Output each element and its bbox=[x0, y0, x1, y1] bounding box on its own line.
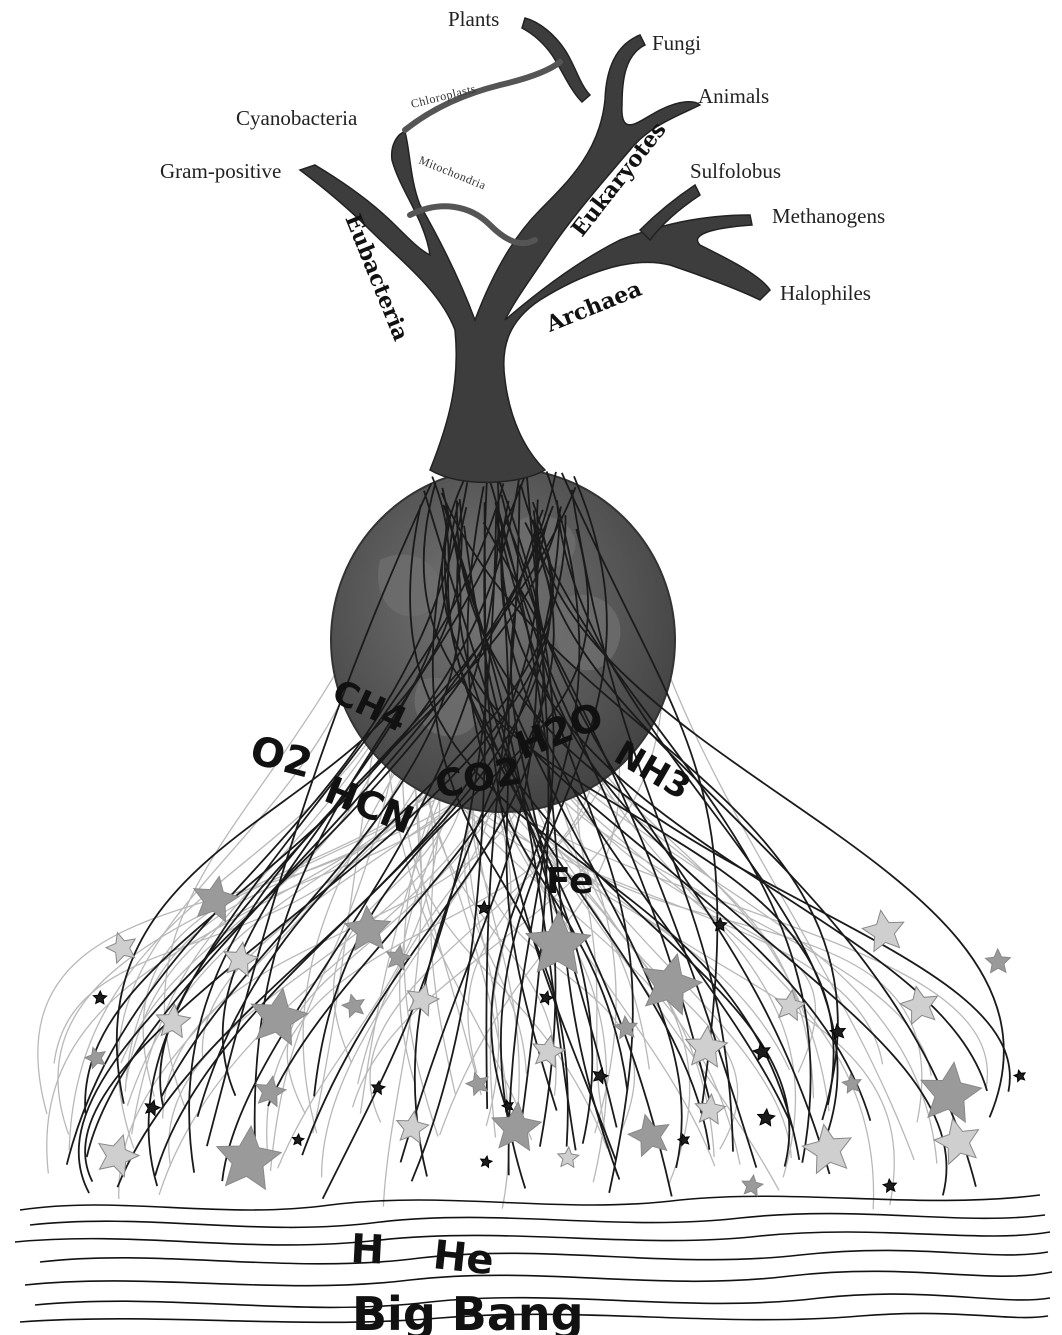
label-gram-positive: Gram-positive bbox=[160, 159, 281, 183]
star bbox=[986, 949, 1011, 973]
star bbox=[842, 1074, 861, 1093]
star bbox=[156, 1004, 190, 1037]
molecule-nh3: NH3 bbox=[608, 733, 698, 808]
star bbox=[883, 1179, 896, 1192]
molecule-o2: O2 bbox=[245, 727, 317, 787]
star bbox=[342, 994, 364, 1017]
star bbox=[99, 1135, 139, 1177]
star bbox=[372, 1081, 385, 1094]
star bbox=[293, 1134, 304, 1145]
molecule-fe: Fe bbox=[546, 861, 594, 902]
label-big-bang: Big Bang bbox=[352, 1287, 584, 1335]
star bbox=[106, 933, 135, 963]
label-animals: Animals bbox=[698, 84, 769, 108]
star bbox=[481, 1156, 492, 1167]
label-cyanobacteria: Cyanobacteria bbox=[236, 106, 358, 130]
star bbox=[758, 1109, 775, 1126]
star bbox=[934, 1119, 978, 1165]
element-he: He bbox=[431, 1232, 496, 1284]
dark-roots bbox=[67, 470, 1010, 1199]
star bbox=[251, 988, 307, 1044]
element-h: H bbox=[349, 1226, 385, 1274]
star bbox=[397, 1111, 429, 1143]
star bbox=[492, 1102, 541, 1150]
label-halophiles: Halophiles bbox=[780, 281, 871, 305]
star bbox=[93, 991, 106, 1004]
label-mitochondria: Mitochondria bbox=[417, 153, 489, 193]
star bbox=[1014, 1070, 1025, 1081]
star bbox=[628, 1115, 669, 1157]
star bbox=[466, 1073, 488, 1096]
star bbox=[217, 1126, 281, 1189]
label-plants: Plants bbox=[448, 7, 499, 31]
star bbox=[742, 1175, 763, 1196]
star bbox=[256, 1076, 286, 1106]
label-methanogens: Methanogens bbox=[772, 204, 885, 228]
light-root bbox=[38, 703, 441, 1114]
label-fungi: Fungi bbox=[652, 31, 701, 55]
label-sulfolobus: Sulfolobus bbox=[690, 159, 781, 183]
